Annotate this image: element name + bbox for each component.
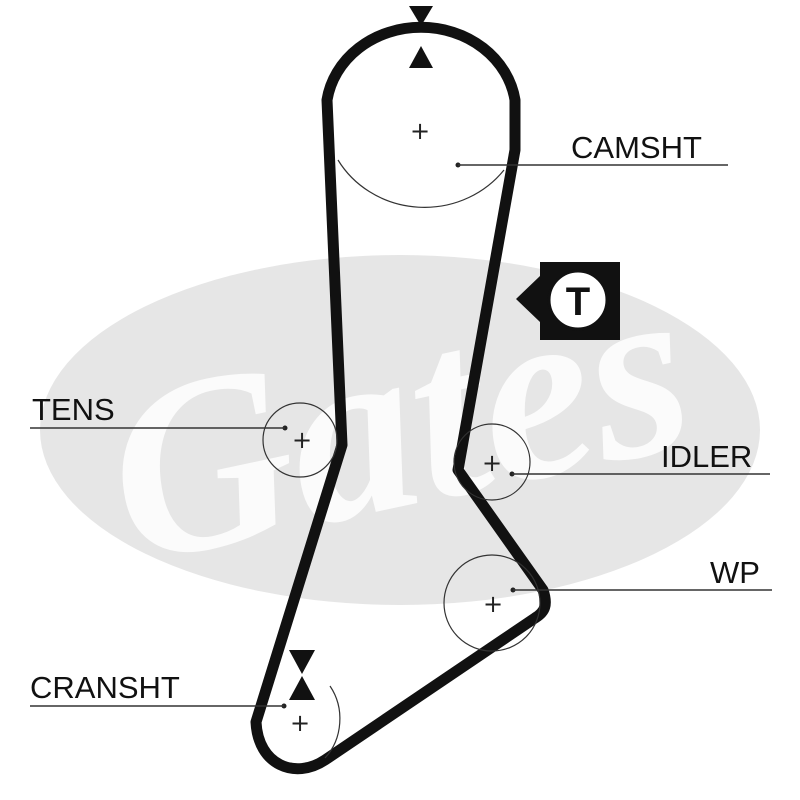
idler-center-cross: +	[482, 449, 502, 477]
crankshaft-timing-mark	[289, 650, 315, 700]
crank-mark-up-triangle	[289, 676, 315, 700]
top-mark-up-triangle	[409, 46, 433, 68]
tensioner-pulley-outline	[262, 402, 338, 478]
crank-mark-down-triangle	[289, 650, 315, 674]
tensioner-pulley: +	[262, 402, 338, 478]
watermark-logo: Gates	[40, 226, 760, 618]
crankshaft-pulley-outline	[324, 685, 341, 759]
tension-mark-letter: T	[566, 280, 590, 324]
camshaft-pulley: +	[337, 117, 505, 208]
tensioner-label: TENS	[32, 392, 115, 427]
crankshaft-center-cross: +	[290, 709, 310, 737]
camshaft-pulley-outline	[337, 159, 505, 208]
watermark-oval	[40, 255, 760, 605]
tensioner-center-cross: +	[292, 426, 312, 454]
camshaft-label: CAMSHT	[571, 130, 702, 165]
tension-circle-icon	[547, 269, 609, 331]
idler-pulley: +	[453, 423, 531, 501]
crankshaft-label: CRANSHT	[30, 670, 180, 705]
tension-check-marker: T	[516, 262, 620, 340]
water-pump-center-cross: +	[483, 590, 503, 618]
camshaft-center-cross: +	[410, 117, 430, 145]
water-pump-label: WP	[710, 555, 760, 590]
crankshaft-pulley: +	[281, 685, 341, 759]
water-pump-pulley: +	[443, 554, 541, 652]
timing-belt	[250, 21, 551, 775]
camshaft-timing-mark	[409, 6, 433, 68]
top-mark-down-triangle	[409, 6, 433, 26]
tension-pointer-icon	[516, 276, 540, 322]
water-pump-pulley-outline	[443, 554, 541, 652]
idler-pulley-outline	[453, 423, 531, 501]
idler-label: IDLER	[661, 439, 752, 474]
